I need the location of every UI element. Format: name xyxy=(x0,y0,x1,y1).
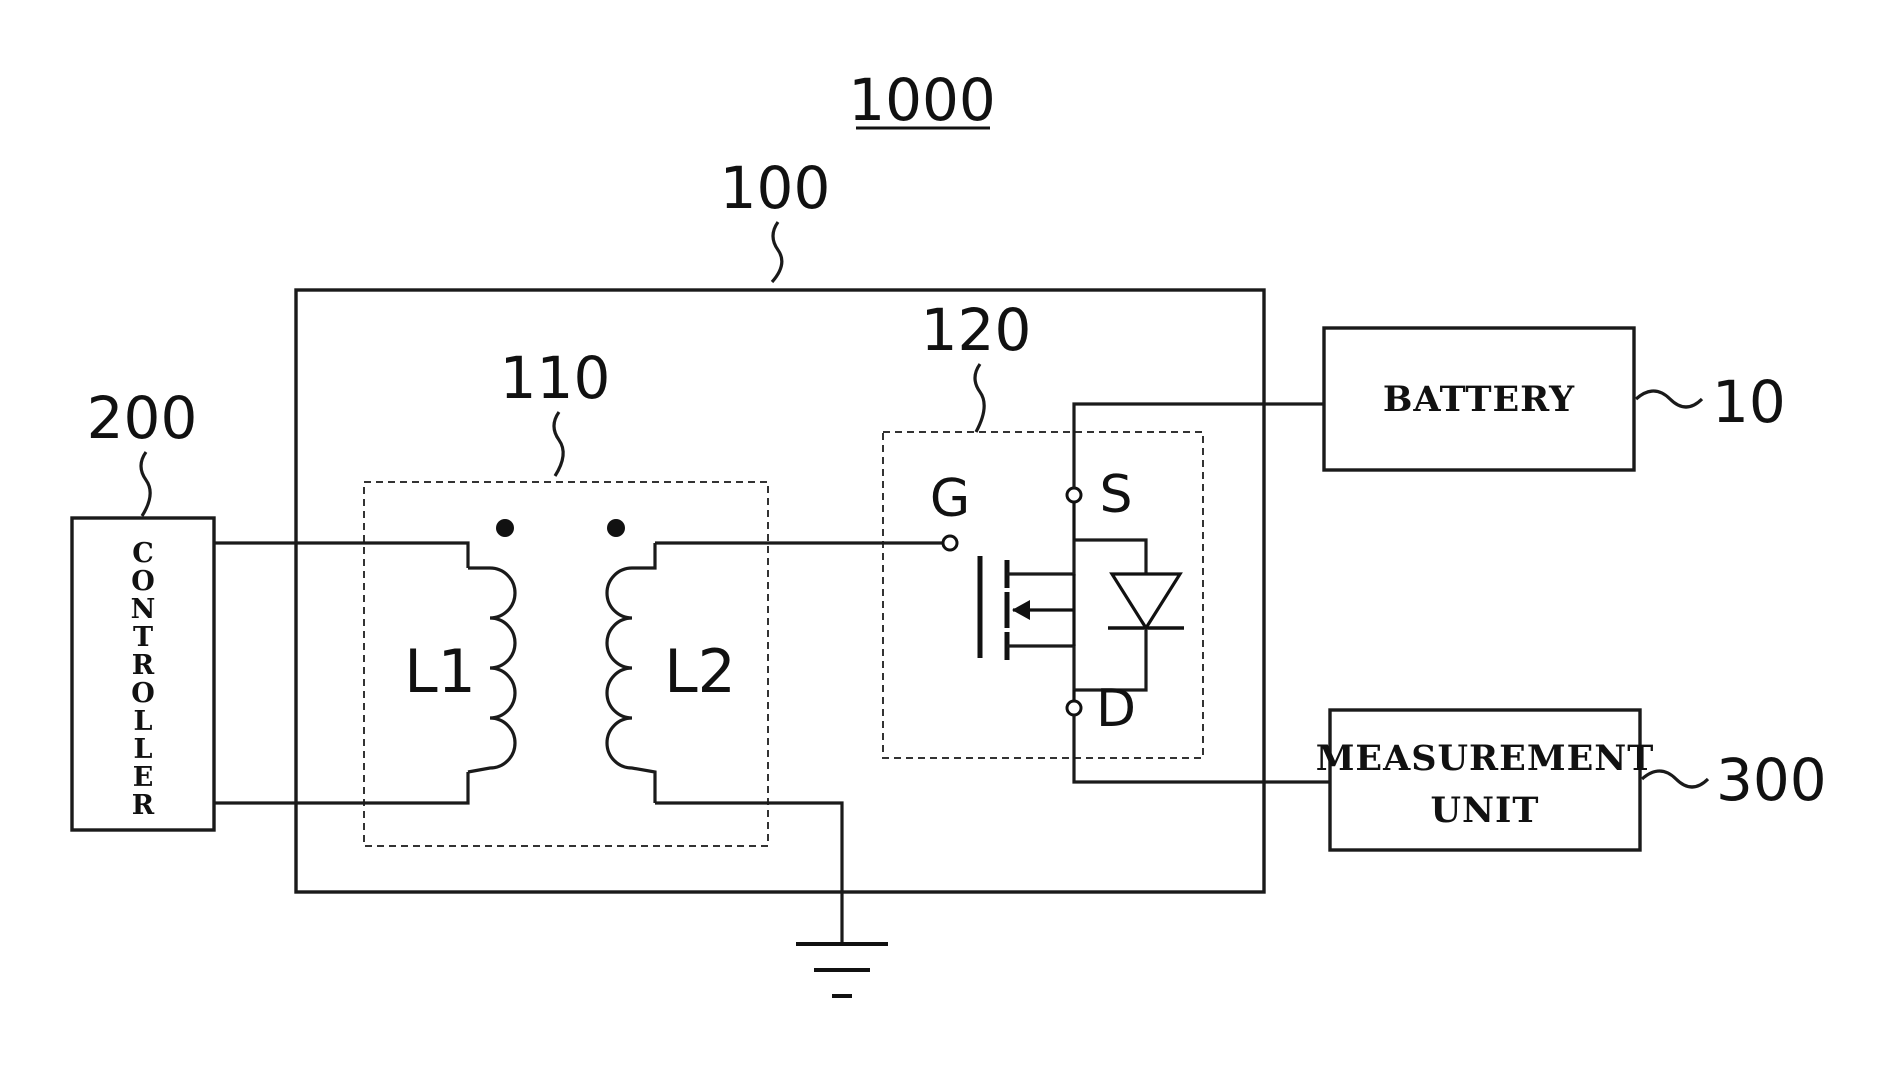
primary-polarity-dot xyxy=(496,519,514,537)
measurement-label-line1: MEASUREMENT xyxy=(1316,738,1655,779)
gate-label: G xyxy=(930,469,970,529)
controller-letter: L xyxy=(134,706,153,737)
switch-ref-label: 120 xyxy=(921,296,1032,364)
mosfet-icon xyxy=(943,536,1074,690)
controller-leader-line xyxy=(141,452,150,516)
controller-vertical-label: C O N T R O L L E R xyxy=(131,538,156,821)
ground-icon xyxy=(796,944,888,996)
switch-leader-line xyxy=(975,364,984,432)
source-terminal xyxy=(1067,488,1081,502)
source-label: S xyxy=(1099,465,1132,525)
secondary-coil xyxy=(607,543,655,803)
controller-wire-top xyxy=(214,543,468,568)
transformer-ref-label: 110 xyxy=(500,344,611,412)
controller-letter: C xyxy=(132,538,154,569)
drain-label: D xyxy=(1096,679,1136,739)
figure-number: 1000 xyxy=(848,66,996,134)
controller-wire-bottom xyxy=(214,772,468,803)
controller-ref-label: 200 xyxy=(87,384,198,452)
measurement-label-line2: UNIT xyxy=(1431,790,1540,831)
controller-letter: O xyxy=(131,566,155,597)
secondary-polarity-dot xyxy=(607,519,625,537)
transformer-leader-line xyxy=(554,412,563,476)
device-ref-label: 100 xyxy=(720,154,831,222)
battery-label: BATTERY xyxy=(1383,379,1575,420)
device-leader-line xyxy=(772,222,782,282)
controller-letter: T xyxy=(133,622,153,653)
controller-letter: N xyxy=(131,594,156,625)
battery-leader-line xyxy=(1636,391,1702,407)
controller-letter: O xyxy=(131,678,155,709)
controller-letter: E xyxy=(133,762,154,793)
ground-wire xyxy=(655,803,842,942)
secondary-coil-label: L2 xyxy=(664,637,736,707)
controller-letter: L xyxy=(134,734,153,765)
battery-ref-label: 10 xyxy=(1712,368,1786,436)
drain-terminal xyxy=(1067,701,1081,715)
measurement-leader-line xyxy=(1642,771,1708,787)
measurement-ref-label: 300 xyxy=(1716,746,1827,814)
controller-letter: R xyxy=(132,790,155,821)
diode-icon xyxy=(1074,540,1184,690)
primary-coil-label: L1 xyxy=(404,637,476,707)
controller-letter: R xyxy=(132,650,155,681)
